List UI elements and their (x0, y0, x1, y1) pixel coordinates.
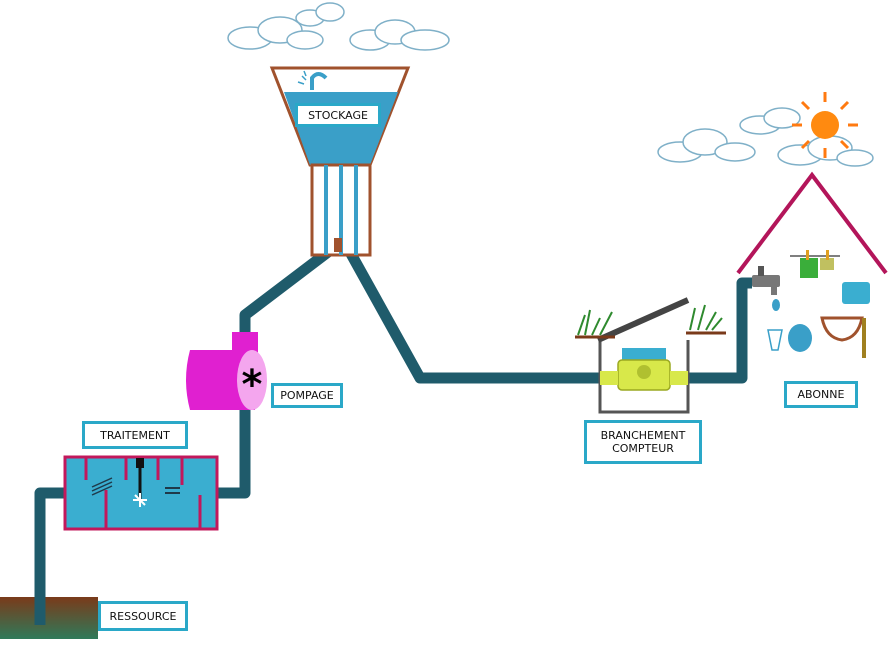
pump: * (186, 332, 267, 410)
label-stockage: STOCKAGE (295, 103, 381, 127)
cloud-icon (739, 107, 801, 135)
treatment-tank (63, 455, 219, 531)
cloud-icon (227, 16, 324, 50)
pipe-ressource-traitement (34, 487, 68, 625)
cloud-icon (777, 135, 874, 167)
label-ressource: RESSOURCE (98, 601, 188, 631)
pipe-traitement-pompage (215, 410, 251, 499)
water-tower (269, 66, 411, 257)
cloud-icon (657, 128, 756, 163)
label-abonne: ABONNE (784, 381, 858, 408)
pipe-network (34, 247, 752, 625)
sink-icon (820, 316, 866, 358)
pipe-pompage-stockage (239, 247, 332, 340)
asterisk-icon: * (242, 362, 263, 408)
pipe-branchement-abonne (685, 277, 752, 384)
cloud-icon (295, 2, 345, 27)
clothesline-icon (790, 250, 840, 278)
cloud-icon (349, 19, 450, 51)
sun-icon (792, 92, 858, 158)
label-traitement: TRAITEMENT (82, 421, 188, 449)
house (736, 171, 888, 358)
grass-icon (575, 309, 615, 339)
label-branchement-compteur: BRANCHEMENT COMPTEUR (584, 420, 702, 464)
grass-icon (686, 304, 726, 335)
ressource-ground (0, 597, 98, 639)
label-pompage: POMPAGE (271, 383, 343, 408)
meter-box (575, 297, 726, 414)
pipe-stockage-branchement (345, 249, 600, 384)
faucet-icon (752, 266, 780, 311)
